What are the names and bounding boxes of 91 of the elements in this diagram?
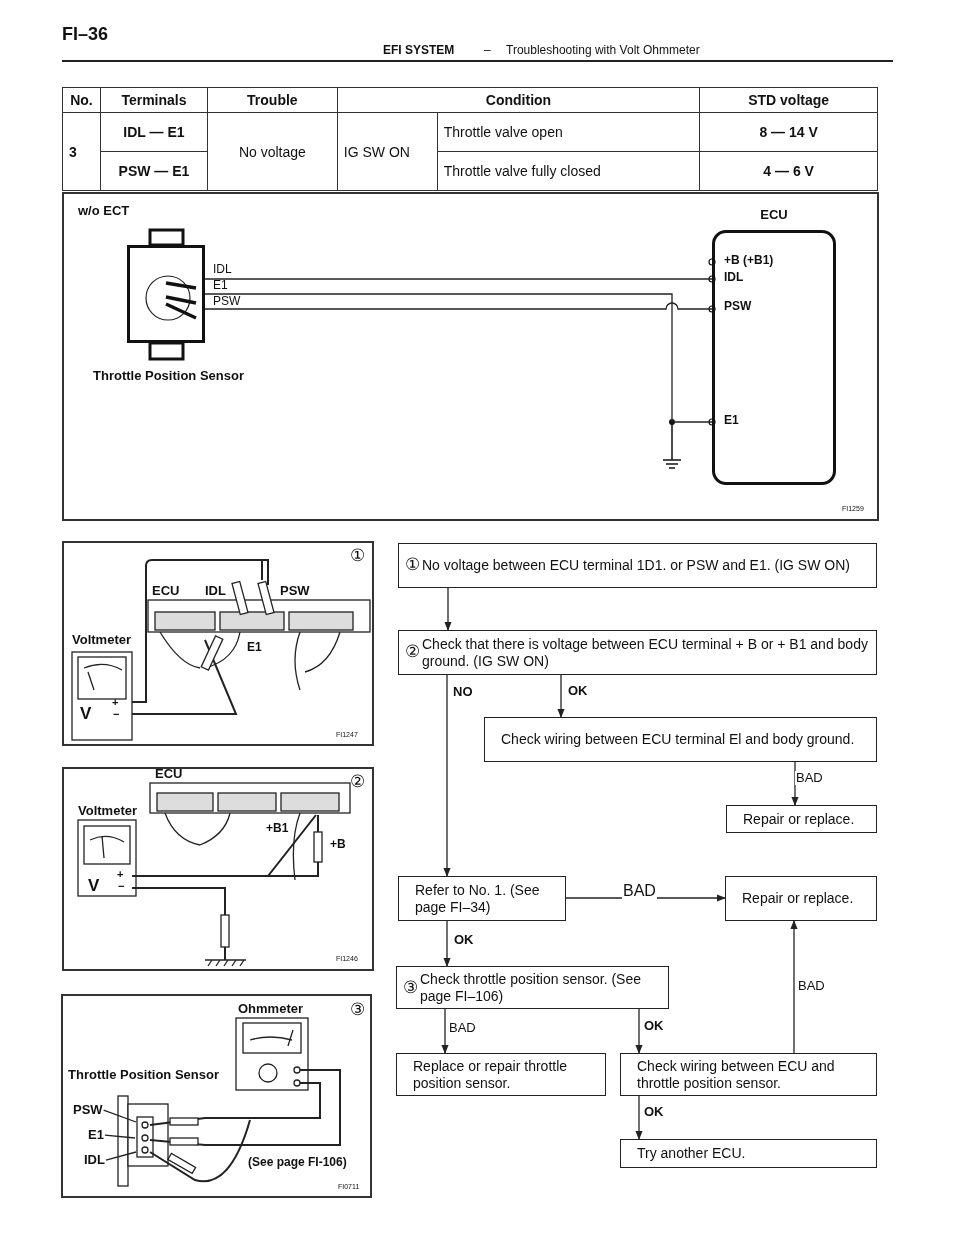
polarity-mark: − bbox=[113, 708, 120, 721]
step-text: Check throttle position sensor. (See page FI–106) bbox=[420, 971, 642, 1004]
part-label: IDL bbox=[205, 584, 226, 599]
step-number: ③ bbox=[350, 1000, 365, 1020]
part-label: ECU bbox=[155, 767, 183, 782]
step-text: No voltage between ECU terminal 1D1. or PSW and E1. (IG SW ON) bbox=[422, 557, 850, 574]
step-text: Repair or replace. bbox=[743, 810, 855, 828]
step-text: Check that there is voltage between ECU terminal + B or + B1 and body ground. (IG SW ON) bbox=[422, 636, 869, 669]
process-box bbox=[725, 876, 877, 921]
process-box bbox=[398, 876, 566, 921]
wire bbox=[204, 293, 713, 423]
edge-label: BAD bbox=[622, 882, 657, 900]
arrow bbox=[444, 587, 452, 631]
process-box bbox=[398, 543, 877, 588]
process-box bbox=[396, 966, 669, 1009]
table-value: IG SW ON bbox=[337, 112, 438, 191]
arrow bbox=[557, 674, 565, 718]
part-label: ECU bbox=[759, 207, 789, 223]
step-text: Check wiring between ECU and throttle position sensor. bbox=[637, 1058, 836, 1091]
part-label: PSW bbox=[280, 584, 310, 599]
terminal-label: +B bbox=[330, 838, 346, 852]
header-text: Troubleshooting with Volt Ohmmeter bbox=[506, 44, 700, 58]
column-heading: Trouble bbox=[207, 87, 338, 113]
step-number: ① bbox=[405, 555, 420, 575]
wire bbox=[204, 302, 713, 310]
terminal-label: +B1 bbox=[266, 822, 289, 836]
column-heading: No. bbox=[62, 87, 101, 113]
arrow bbox=[635, 1095, 643, 1140]
process-box bbox=[396, 1053, 606, 1096]
part-label: Throttle Position Sensor bbox=[68, 1068, 219, 1083]
table-value: 8 — 14 V bbox=[699, 112, 878, 152]
arrow bbox=[790, 920, 798, 1054]
terminal-label: IDL bbox=[84, 1153, 105, 1168]
column-heading: Condition bbox=[337, 87, 700, 113]
terminal-label: PSW bbox=[213, 295, 241, 309]
meter-symbol: V bbox=[80, 704, 92, 724]
terminal-label: IDL bbox=[724, 271, 744, 285]
terminal-label: E1 bbox=[88, 1128, 104, 1143]
leader-line bbox=[105, 1151, 137, 1161]
leader-line bbox=[102, 1109, 137, 1123]
column-heading: STD voltage bbox=[699, 87, 878, 113]
terminal-label: E1 bbox=[724, 414, 739, 428]
process-box bbox=[620, 1053, 877, 1096]
arrow bbox=[791, 761, 799, 806]
terminal-label: PSW bbox=[73, 1103, 103, 1118]
sensor-caption: Throttle Position Sensor bbox=[93, 369, 244, 384]
table-value: 3 bbox=[62, 112, 101, 191]
meter-symbol: V bbox=[88, 876, 100, 896]
terminal-label: PSW bbox=[724, 300, 752, 314]
part-label: Voltmeter bbox=[72, 633, 131, 648]
part-label: ECU bbox=[152, 584, 180, 599]
table-value: Throttle valve fully closed bbox=[437, 151, 700, 191]
polarity-mark: + bbox=[117, 868, 124, 881]
polarity-mark: − bbox=[118, 880, 125, 893]
leader-line bbox=[104, 1134, 136, 1139]
step-text: Check wiring between ECU terminal El and body ground. bbox=[501, 731, 855, 748]
terminal-label: +B (+B1) bbox=[724, 254, 774, 268]
edge-label: BAD bbox=[795, 771, 824, 786]
table-value: Throttle valve open bbox=[437, 112, 700, 152]
sensor-body bbox=[127, 245, 205, 343]
step-number: ② bbox=[405, 642, 420, 662]
process-box bbox=[620, 1139, 877, 1168]
process-box bbox=[398, 630, 877, 675]
arrow bbox=[443, 920, 451, 967]
step-number: ② bbox=[350, 772, 365, 792]
part-label: Ohmmeter bbox=[238, 1002, 304, 1017]
page-number: FI–36 bbox=[62, 24, 109, 45]
header-text: EFI SYSTEM bbox=[383, 44, 455, 58]
table-value: IDL — E1 bbox=[100, 112, 208, 152]
terminal-label: E1 bbox=[247, 641, 262, 655]
process-box bbox=[484, 717, 877, 762]
step-number: ③ bbox=[403, 978, 418, 998]
arrow bbox=[441, 1008, 449, 1054]
process-box bbox=[726, 805, 877, 833]
column-heading: Terminals bbox=[100, 87, 208, 113]
terminal-label: E1 bbox=[213, 279, 228, 293]
step-text: Repair or replace. bbox=[742, 890, 854, 907]
terminal-label: IDL bbox=[213, 263, 232, 277]
arrow bbox=[443, 674, 451, 877]
arrow bbox=[635, 1008, 643, 1054]
part-label: Voltmeter bbox=[78, 804, 137, 819]
step-text: Refer to No. 1. (See page FI–34) bbox=[415, 882, 541, 915]
note-text: (See page FI-106) bbox=[248, 1156, 347, 1170]
step-text: Try another ECU. bbox=[637, 1145, 746, 1162]
step-text: Replace or repair throttle position sensor. bbox=[413, 1058, 569, 1091]
table-value: No voltage bbox=[207, 112, 338, 191]
table-value: 4 — 6 V bbox=[699, 151, 878, 191]
step-number: ① bbox=[350, 546, 365, 566]
wire bbox=[204, 278, 713, 280]
diagram-label: w/o ECT bbox=[78, 204, 130, 219]
header-text: – bbox=[484, 44, 491, 58]
